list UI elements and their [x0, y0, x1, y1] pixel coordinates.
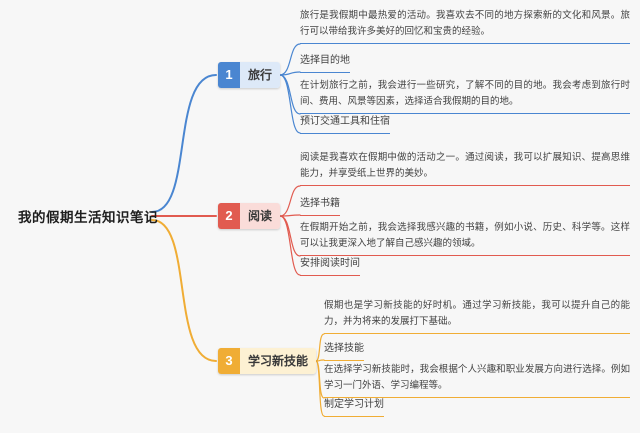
- connector-reading-leaf-1: [279, 185, 301, 217]
- leaf-skills-study-plan[interactable]: 制定学习计划: [324, 398, 384, 417]
- branch-number-badge: 1: [218, 62, 240, 88]
- connector-central-skills: [151, 219, 217, 362]
- leaf-skills-intro[interactable]: 假期也是学习新技能的好时机。通过学习新技能，我可以提升自己的能力，并为将来的发展…: [324, 298, 630, 334]
- leaf-reading-intro[interactable]: 阅读是我喜欢在假期中做的活动之一。通过阅读，我可以扩展知识、提高思维能力，并享受…: [300, 150, 630, 186]
- branch-node-reading[interactable]: 2 阅读: [218, 203, 281, 229]
- branch-node-travel[interactable]: 1 旅行: [218, 62, 281, 88]
- connector-travel-leaf-4: [279, 74, 301, 134]
- branch-label: 学习新技能: [240, 348, 317, 374]
- leaf-reading-schedule[interactable]: 安排阅读时间: [300, 257, 360, 276]
- connector-reading-leaf-2: [279, 214, 301, 217]
- leaf-reading-selection-note[interactable]: 在假期开始之前，我会选择我感兴趣的书籍，例如小说、历史、科学等。这样可以让我更深…: [300, 220, 630, 256]
- leaf-reading-choose-books[interactable]: 选择书籍: [300, 197, 340, 216]
- connector-travel-leaf-1: [279, 43, 301, 76]
- connector-reading-leaf-4: [279, 215, 301, 276]
- leaf-skills-selection-note[interactable]: 在选择学习新技能时，我会根据个人兴趣和职业发展方向进行选择。例如学习一门外语、学…: [324, 362, 630, 398]
- central-topic[interactable]: 我的假期生活知识笔记: [18, 210, 158, 225]
- branch-number-badge: 3: [218, 348, 240, 374]
- connector-travel-leaf-2: [279, 71, 301, 76]
- leaf-travel-booking[interactable]: 预订交通工具和住宿: [300, 115, 390, 134]
- branch-node-new-skills[interactable]: 3 学习新技能: [218, 348, 317, 374]
- connector-skills-leaf-1: [315, 333, 325, 362]
- leaf-travel-planning-note[interactable]: 在计划旅行之前，我会进行一些研究，了解不同的目的地。我会考虑到旅行时间、费用、风…: [300, 78, 630, 114]
- branch-label: 旅行: [240, 62, 281, 88]
- leaf-travel-choose-destination[interactable]: 选择目的地: [300, 54, 350, 73]
- branch-number-badge: 2: [218, 203, 240, 229]
- leaf-travel-intro[interactable]: 旅行是我假期中最热爱的活动。我喜欢去不同的地方探索新的文化和风景。旅行可以带给我…: [300, 8, 630, 44]
- leaf-skills-choose-skill[interactable]: 选择技能: [324, 342, 364, 361]
- connector-reading-leaf-3: [279, 215, 301, 257]
- branch-label: 阅读: [240, 203, 281, 229]
- connector-travel-leaf-3: [279, 74, 301, 115]
- connector-skills-leaf-4: [315, 360, 325, 417]
- connector-central-travel: [151, 74, 217, 213]
